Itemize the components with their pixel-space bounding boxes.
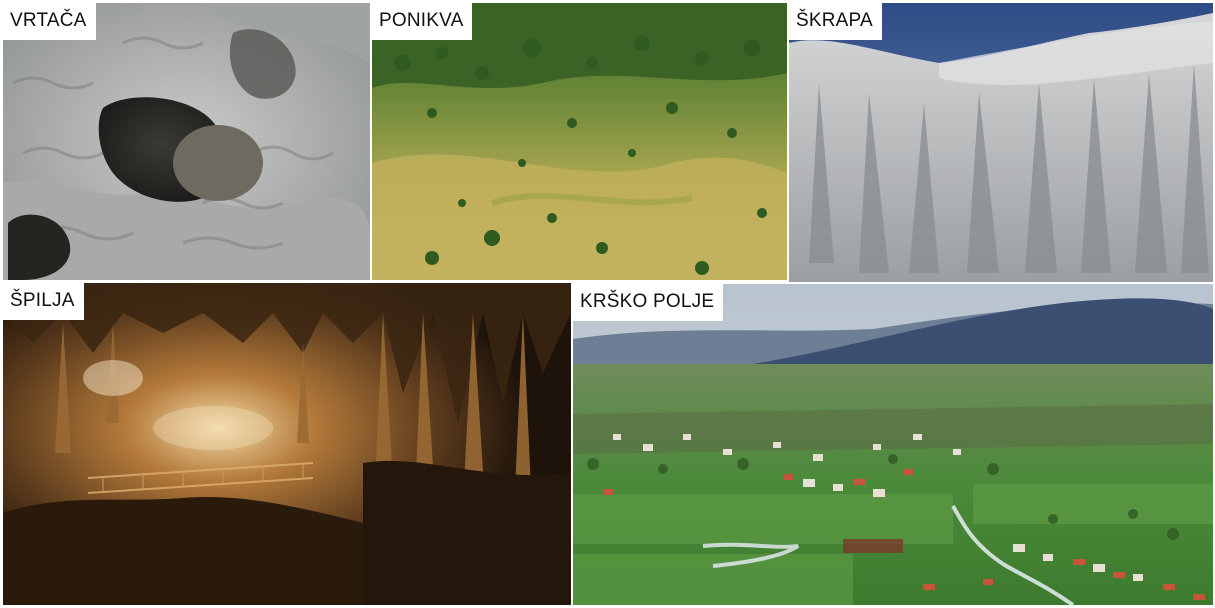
tile-label-ponikva: PONIKVA: [372, 3, 473, 40]
photo-spilja: ŠPILJA: [3, 283, 571, 605]
photo-skrapa: ŠKRAPA: [789, 3, 1213, 282]
tile-label-skrapa: ŠKRAPA: [789, 3, 882, 40]
ponikva-image: [372, 3, 787, 280]
vrtaca-image: [3, 3, 370, 280]
spilja-image: [3, 283, 571, 605]
skrapa-image: [789, 3, 1213, 282]
tile-label-krsko-polje: KRŠKO POLJE: [573, 284, 724, 321]
photo-vrtaca: VRTAČA: [3, 3, 370, 280]
krsko-polje-image: [573, 284, 1213, 605]
tile-label-spilja: ŠPILJA: [3, 283, 84, 320]
tile-label-vrtaca: VRTAČA: [3, 3, 96, 40]
photo-krsko-polje: KRŠKO POLJE: [573, 284, 1213, 605]
photo-ponikva: PONIKVA: [372, 3, 787, 280]
